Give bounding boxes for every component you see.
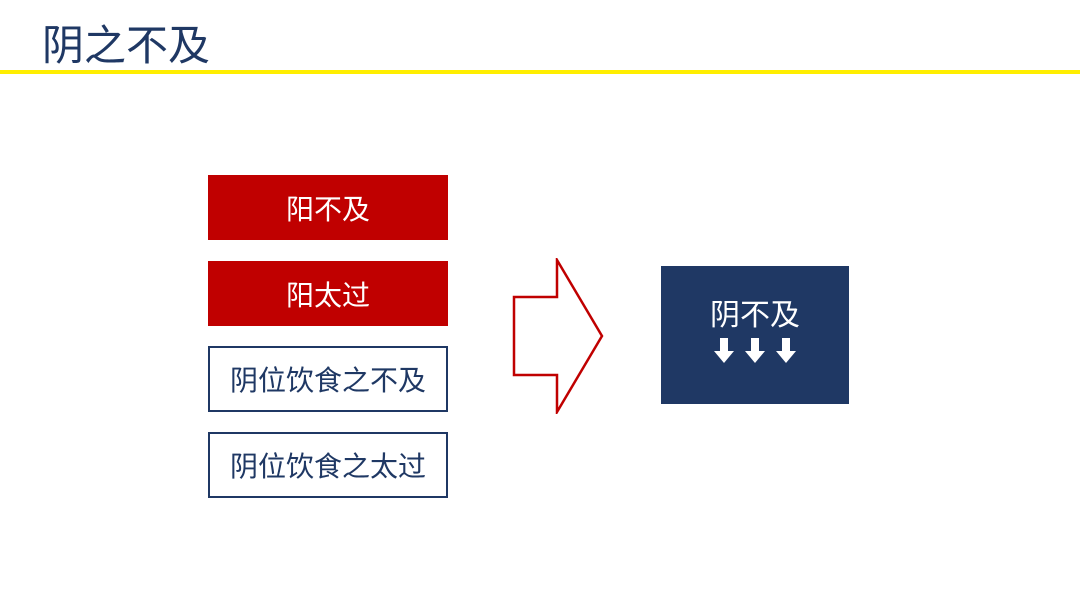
cause-box-yin-diet-excess: 阴位饮食之太过 [208,432,448,498]
cause-box-yang-excess: 阳太过 [208,261,448,326]
result-box: 阴不及 [661,266,849,404]
result-label: 阴不及 [710,298,800,333]
cause-box-yin-diet-insufficient: 阴位饮食之不及 [208,346,448,412]
down-arrow-icon [776,338,796,363]
right-arrow-icon [512,258,604,414]
cause-box-yang-insufficient: 阳不及 [208,175,448,240]
down-arrow-icon [745,338,765,363]
down-arrows [661,338,849,364]
title-underline [0,70,1080,74]
slide-title: 阴之不及 [42,21,211,70]
down-arrow-icon [714,338,734,363]
